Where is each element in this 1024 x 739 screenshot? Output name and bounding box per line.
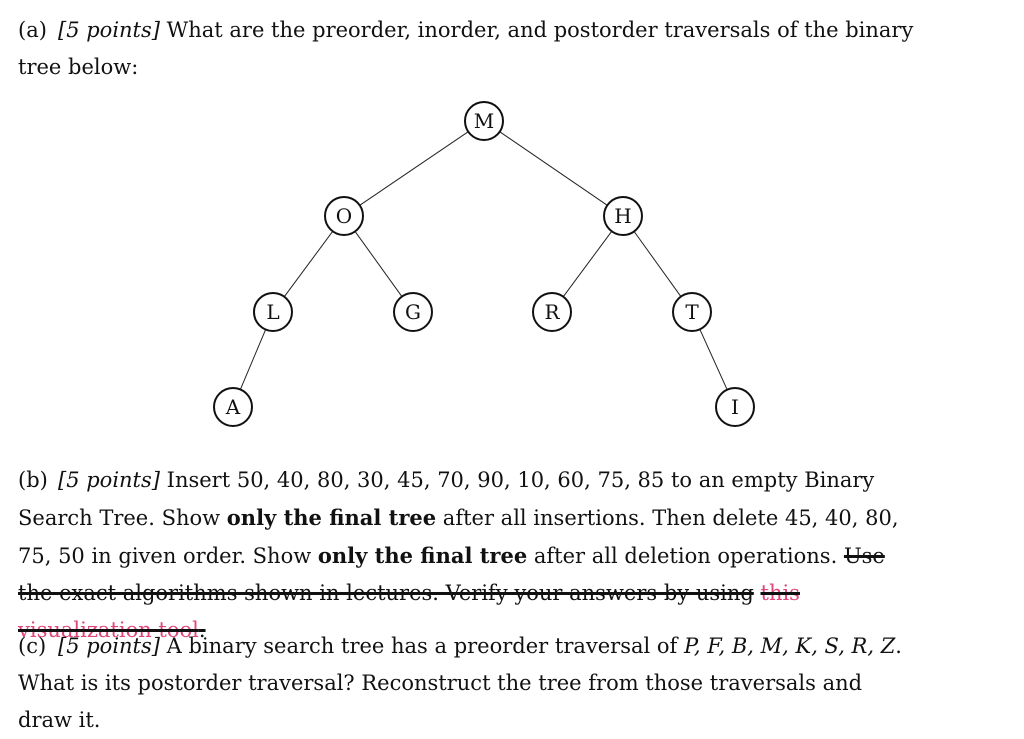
question-c-label: (c) [18,634,47,658]
question-b-struck-end: . [198,618,206,642]
question-a-text: What are the preorder, inorder, and post… [18,18,914,79]
question-b-text-2: after all insertions. Then delete 45, 40… [18,506,899,568]
binary-tree-diagram: M O H L G R T A I [213,101,755,427]
tree-node-label: A [225,395,241,419]
tree-edge-L-A [239,329,267,390]
tree-edge-M-O [359,131,469,206]
tree-edge-T-I [699,329,728,390]
tree-node-label: T [685,300,699,324]
question-b-label: (b) [18,468,48,492]
tree-node-G: G [393,292,433,332]
question-a: (a) [5 points] What are the preorder, ino… [18,12,918,86]
tree-node-T: T [672,292,712,332]
tree-edge-H-T [633,231,682,297]
tree-node-R: R [532,292,572,332]
tree-node-label: L [266,300,279,324]
tree-edge-H-R [562,230,613,298]
tree-edge-O-G [354,231,403,297]
question-c-points: [5 points] [58,634,160,658]
tree-node-label: M [474,109,494,133]
question-b-text-3: after all deletion operations. [527,544,844,568]
tree-node-label: H [614,204,631,228]
tree-node-A: A [213,387,253,427]
tree-node-O: O [324,196,364,236]
tree-edge-O-L [283,230,334,298]
question-a-points: [5 points] [58,18,160,42]
question-c: (c) [5 points] A binary search tree has a… [18,628,918,739]
question-a-label: (a) [18,18,47,42]
tree-node-M: M [464,101,504,141]
tree-node-H: H [603,196,643,236]
question-b-points: [5 points] [58,468,160,492]
question-b-bold-1: only the final tree [226,505,437,530]
question-b: (b) [5 points] Insert 50, 40, 80, 30, 45,… [18,462,918,649]
question-b-struck-text: Use the exact algorithms shown in lectur… [18,544,885,605]
tree-node-label: R [544,300,560,324]
tree-node-L: L [253,292,293,332]
question-c-sequence: P, F, B, M, K, S, R, Z [684,634,896,658]
visualization-tool-link[interactable]: this visualization tool [18,581,800,642]
tree-node-label: O [336,204,352,228]
question-c-text-1: A binary search tree has a preorder trav… [166,634,684,658]
tree-node-label: G [405,300,421,324]
tree-edge-M-H [499,131,608,206]
question-c-text-2: . What is its postorder traversal? Recon… [18,634,902,732]
tree-node-label: I [731,395,739,419]
question-b-bold-2: only the final tree [317,543,528,568]
question-b-text-1: Insert 50, 40, 80, 30, 45, 70, 90, 10, 6… [18,468,875,530]
tree-node-I: I [715,387,755,427]
